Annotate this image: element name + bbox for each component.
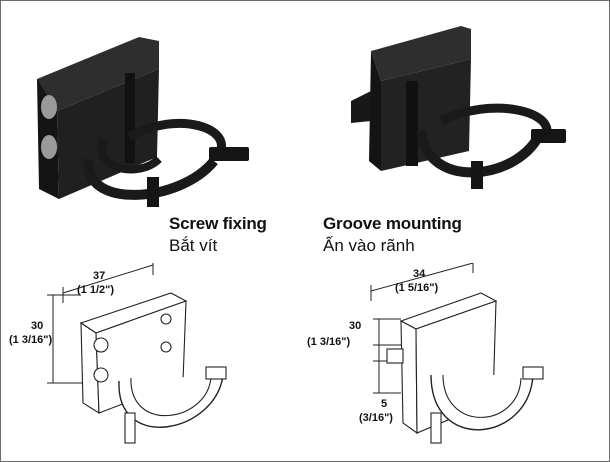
screw-height-mm: 30 [31, 320, 43, 332]
groove-width-in: (1 5/16") [395, 282, 438, 294]
groove-depth-mm: 5 [381, 398, 387, 410]
groove-depth-in: (3/16") [359, 412, 393, 424]
screw-height-in: (1 3/16") [9, 334, 52, 346]
groove-height-mm: 30 [349, 320, 361, 332]
groove-height-in: (1 3/16") [307, 336, 350, 348]
groove-mounting-title: Groove mounting [323, 214, 462, 233]
screw-width-mm: 37 [93, 270, 105, 282]
groove-mounting-title-vi: Ấn vào rãnh [323, 236, 415, 255]
groove-width-mm: 34 [413, 268, 426, 280]
screw-width-in: (1 1/2") [77, 284, 114, 296]
screw-fixing-caption: Screw fixing Bắt vít [169, 215, 267, 254]
groove-mounting-caption: Groove mounting Ấn vào rãnh [323, 215, 462, 254]
screw-fixing-title: Screw fixing [169, 214, 267, 233]
groove-mounting-drawing: 34 (1 5/16") 30 (1 3/16") 5 (3/16") [307, 263, 544, 444]
screw-fixing-drawing: 37 (1 1/2") 30 (1 3/16") [9, 263, 227, 444]
screw-fixing-title-vi: Bắt vít [169, 236, 218, 255]
groove-mounting-photo [351, 26, 566, 189]
screw-fixing-photo [37, 37, 249, 207]
